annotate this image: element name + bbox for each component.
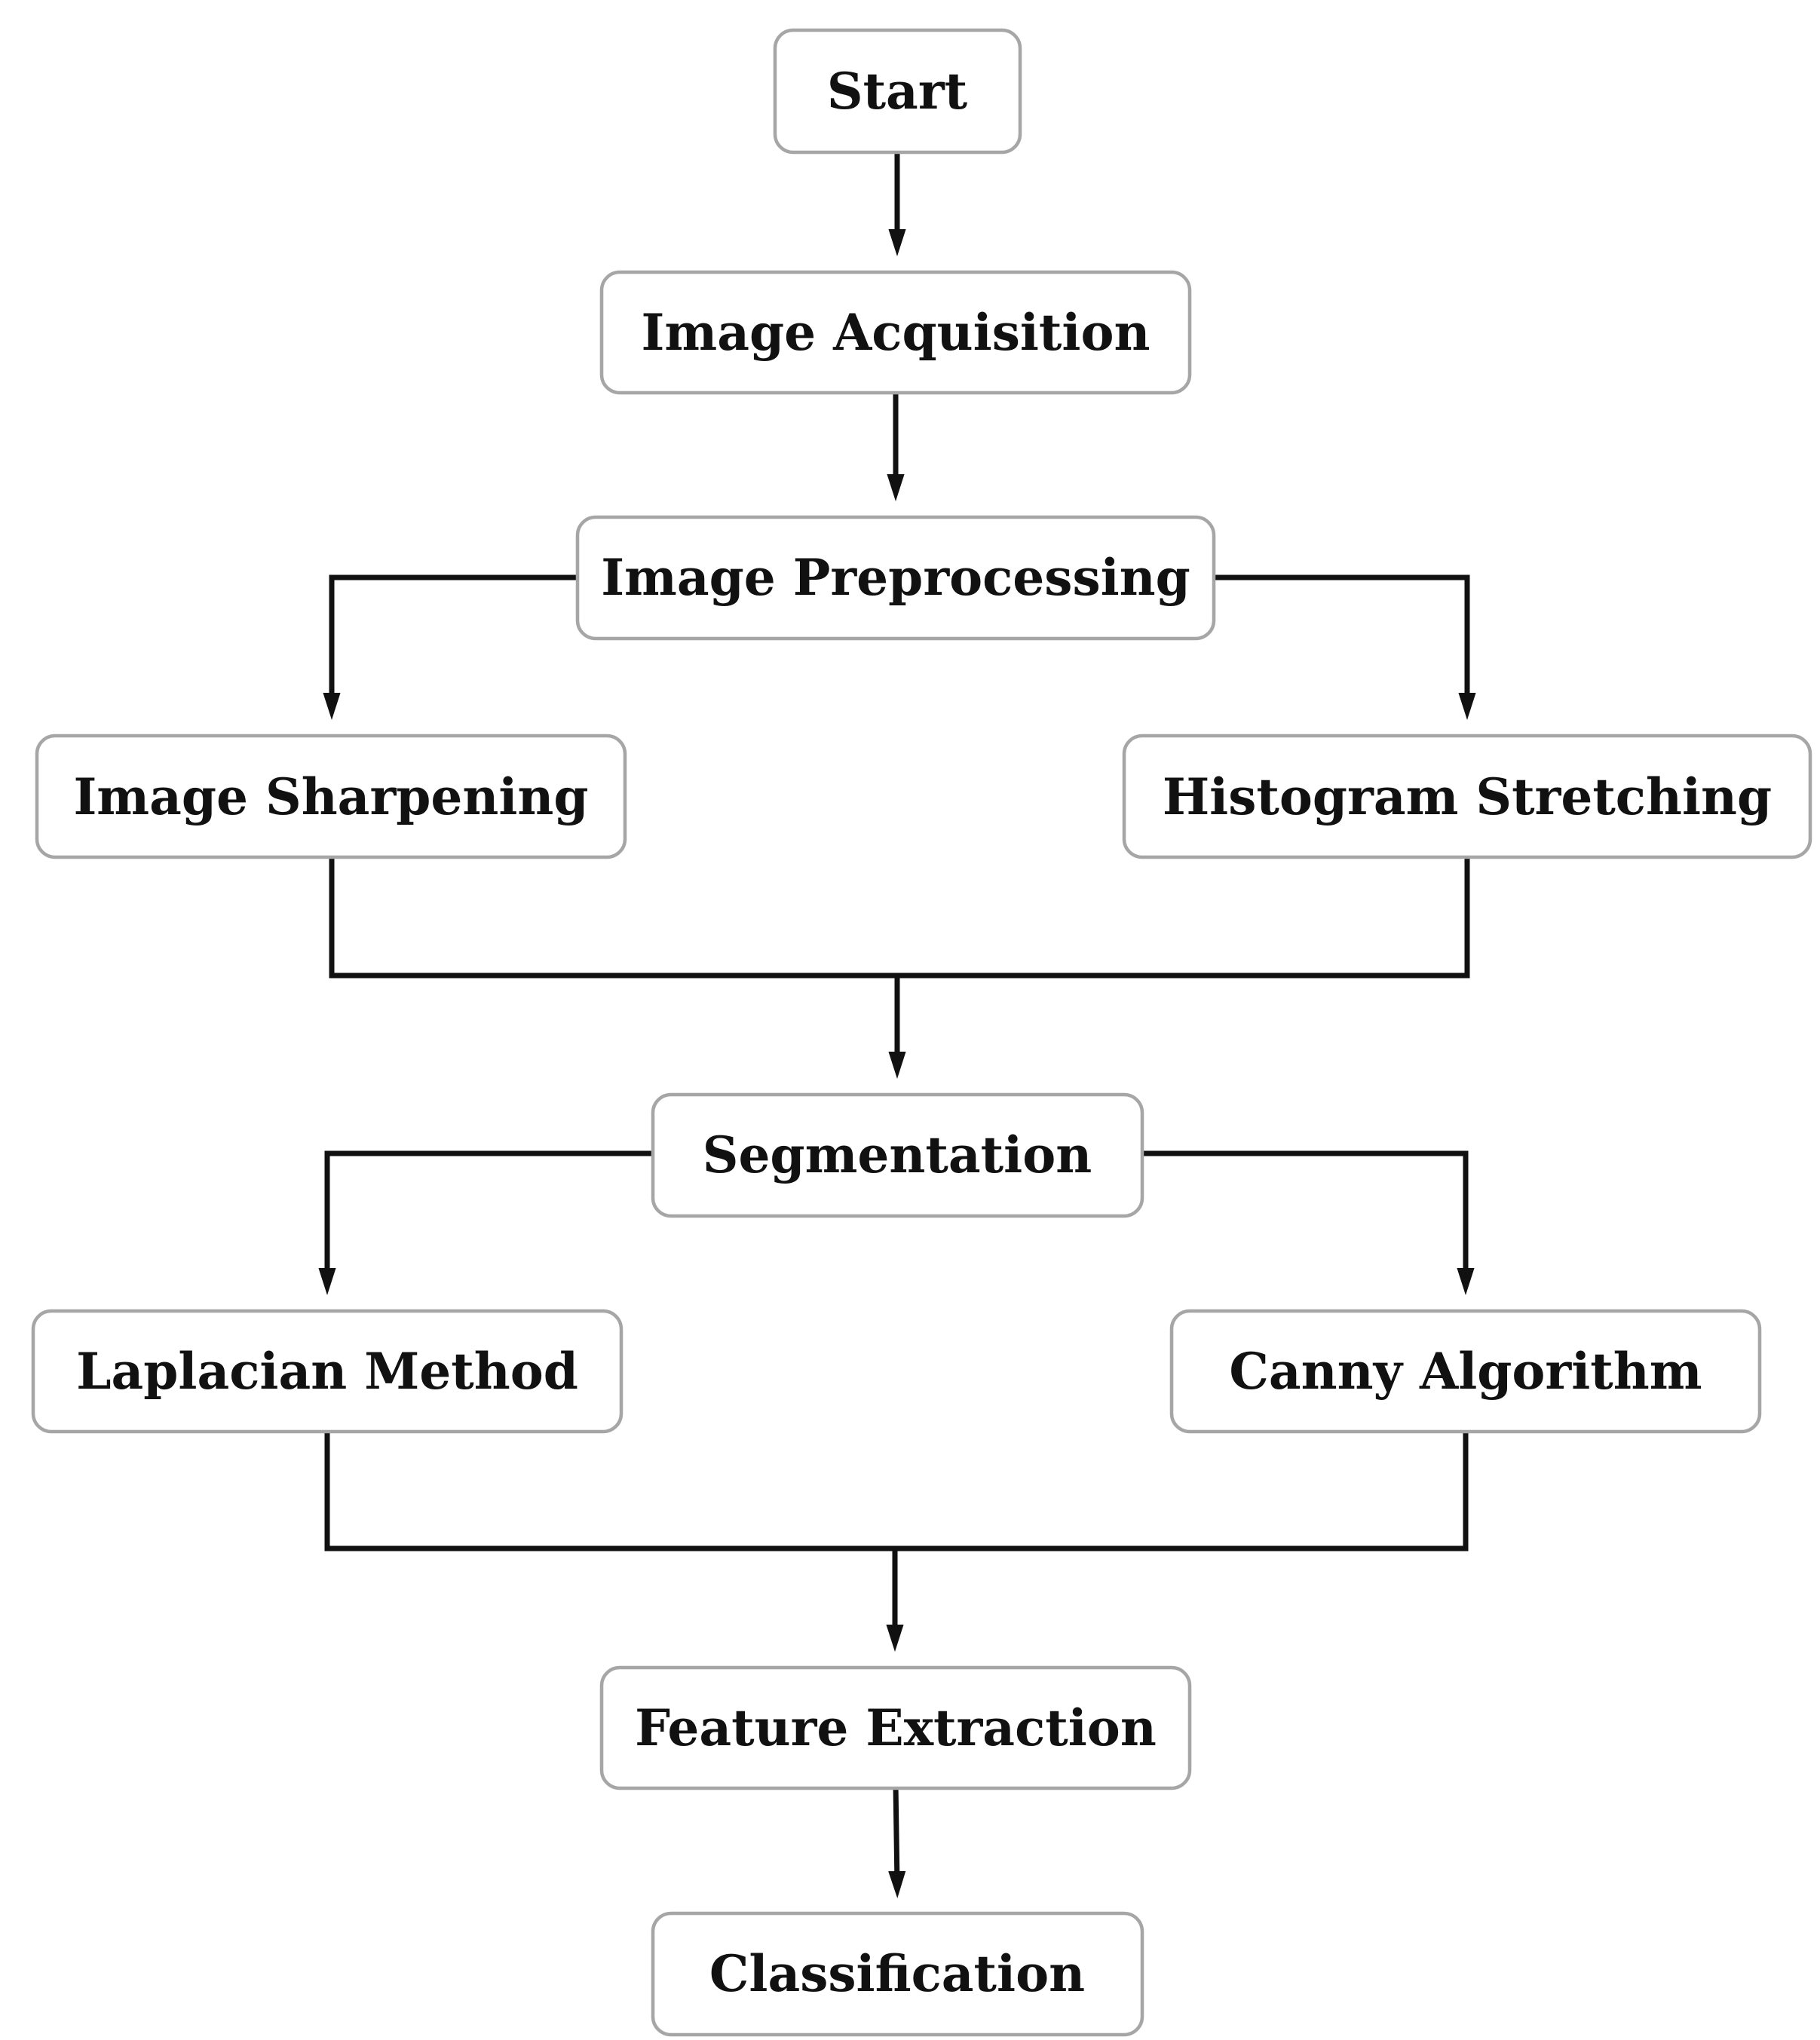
node-canny-algorithm: Canny Algorithm xyxy=(1169,1309,1762,1434)
node-image-preprocessing: Image Preprocessing xyxy=(575,515,1216,641)
edges-layer xyxy=(318,154,1476,1898)
node-laplacian-method: Laplacian Method xyxy=(31,1309,624,1434)
node-image-preprocessing-box xyxy=(575,515,1216,641)
edge-laplacian-method-to-feature-extraction xyxy=(324,1431,895,1551)
node-feature-extraction: Feature Extraction xyxy=(599,1665,1192,1790)
edge-canny-algorithm-to-feature-extraction xyxy=(895,1431,1469,1551)
node-laplacian-method-label: Laplacian Method xyxy=(76,1342,578,1401)
node-image-preprocessing-label: Image Preprocessing xyxy=(601,548,1190,607)
node-feature-extraction-box xyxy=(599,1665,1192,1790)
edge-image-preprocessing-to-image-sharpening xyxy=(323,574,578,720)
node-histogram-stretching: Histogram Stretching xyxy=(1122,734,1812,859)
edge-histogram-stretching-to-segmentation xyxy=(897,858,1470,979)
node-histogram-stretching-box xyxy=(1122,734,1812,859)
node-start-label: Start xyxy=(827,62,968,121)
node-start: Start xyxy=(773,28,1022,155)
node-feature-extraction-label: Feature Extraction xyxy=(635,1698,1157,1757)
node-segmentation: Segmentation xyxy=(651,1092,1144,1218)
node-image-acquisition-box xyxy=(599,270,1192,395)
node-classification-box xyxy=(651,1911,1144,2037)
node-classification-label: Classification xyxy=(709,1944,1085,2003)
node-image-sharpening-box xyxy=(35,734,627,859)
node-image-acquisition-label: Image Acquisition xyxy=(642,303,1151,362)
node-histogram-stretching-label: Histogram Stretching xyxy=(1163,767,1772,826)
node-classification: Classification xyxy=(651,1911,1144,2037)
node-image-acquisition: Image Acquisition xyxy=(599,270,1192,395)
edge-segmentation-to-laplacian-method xyxy=(318,1150,653,1295)
nodes-layer: Start Image Acquisition Image Preprocess… xyxy=(31,28,1812,2037)
node-segmentation-label: Segmentation xyxy=(703,1126,1092,1184)
node-image-sharpening-label: Image Sharpening xyxy=(73,767,588,826)
node-canny-algorithm-box xyxy=(1169,1309,1762,1434)
node-canny-algorithm-label: Canny Algorithm xyxy=(1229,1342,1702,1401)
edge-segmentation-to-canny-algorithm xyxy=(1142,1150,1475,1295)
node-laplacian-method-box xyxy=(31,1309,624,1434)
edge-feature-extraction-to-classification xyxy=(888,1784,906,1898)
edge-image-preprocessing-to-histogram-stretching xyxy=(1214,574,1476,720)
node-image-sharpening: Image Sharpening xyxy=(35,734,627,859)
edge-image-sharpening-to-segmentation xyxy=(329,858,897,979)
node-segmentation-box xyxy=(651,1092,1144,1218)
node-start-box xyxy=(773,28,1022,155)
